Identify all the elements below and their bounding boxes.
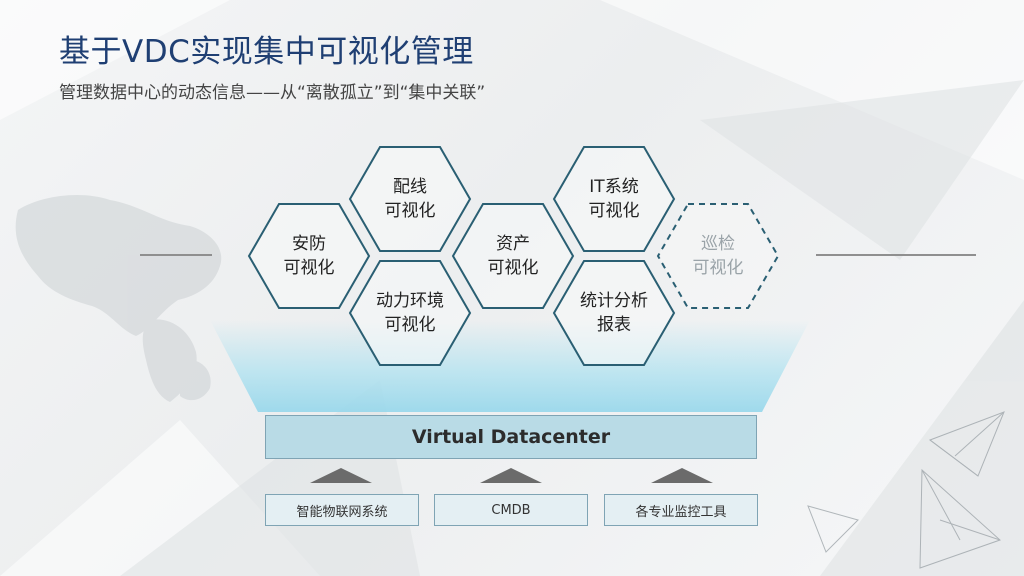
right-divider-line bbox=[816, 254, 976, 256]
wireframe-triangles bbox=[807, 411, 1005, 569]
hexagon-statistics bbox=[552, 260, 676, 366]
up-arrow-icon bbox=[651, 468, 713, 483]
hexagon-label-power-env: 动力环境 可视化 bbox=[355, 289, 465, 337]
hexagon-assets bbox=[451, 203, 575, 309]
page-subtitle: 管理数据中心的动态信息——从“离散孤立”到“集中关联” bbox=[59, 83, 486, 103]
hexagon-label-line: 可视化 bbox=[588, 201, 640, 221]
hexagon-label-line: 可视化 bbox=[692, 258, 744, 278]
page-title: 基于VDC实现集中可视化管理 bbox=[59, 34, 474, 70]
source-monitoring-tools: 各专业监控工具 bbox=[604, 494, 758, 526]
hexagon-power-env bbox=[348, 260, 472, 366]
up-arrow-icon bbox=[480, 468, 542, 483]
up-arrow-icon bbox=[310, 468, 372, 483]
hexagon-label-assets: 资产 可视化 bbox=[458, 232, 568, 280]
hexagon-label-line: 可视化 bbox=[283, 258, 335, 278]
source-cmdb: CMDB bbox=[434, 494, 588, 526]
hexagon-label-line: 统计分析 bbox=[580, 291, 648, 311]
hexagon-label-line: 报表 bbox=[597, 315, 631, 335]
platform-funnel-glow bbox=[210, 320, 810, 412]
hexagon-label-it-system: IT系统 可视化 bbox=[559, 175, 669, 223]
hexagon-label-cabling: 配线 可视化 bbox=[355, 175, 465, 223]
virtual-datacenter-bar: Virtual Datacenter bbox=[265, 415, 757, 459]
world-map-silhouette bbox=[15, 195, 222, 402]
hexagon-label-line: 巡检 bbox=[701, 234, 735, 254]
hexagon-label-line: 配线 bbox=[393, 177, 427, 197]
hexagon-label-security: 安防 可视化 bbox=[254, 232, 364, 280]
hexagon-label-statistics: 统计分析 报表 bbox=[559, 289, 669, 337]
hexagon-label-line: 动力环境 bbox=[376, 291, 444, 311]
hexagon-label-line: 可视化 bbox=[384, 201, 436, 221]
left-divider-line bbox=[140, 254, 212, 256]
hexagon-security bbox=[247, 203, 371, 309]
hexagon-label-line: 安防 bbox=[292, 234, 326, 254]
source-iot-system: 智能物联网系统 bbox=[265, 494, 419, 526]
hexagon-label-line: 可视化 bbox=[384, 315, 436, 335]
hexagon-label-line: IT系统 bbox=[589, 177, 639, 197]
hexagon-inspection-dashed bbox=[656, 203, 780, 309]
hexagon-cabling bbox=[348, 146, 472, 252]
hexagon-label-inspection: 巡检 可视化 bbox=[663, 232, 773, 280]
hexagon-it-system bbox=[552, 146, 676, 252]
hexagon-label-line: 可视化 bbox=[487, 258, 539, 278]
hexagon-label-line: 资产 bbox=[496, 234, 530, 254]
